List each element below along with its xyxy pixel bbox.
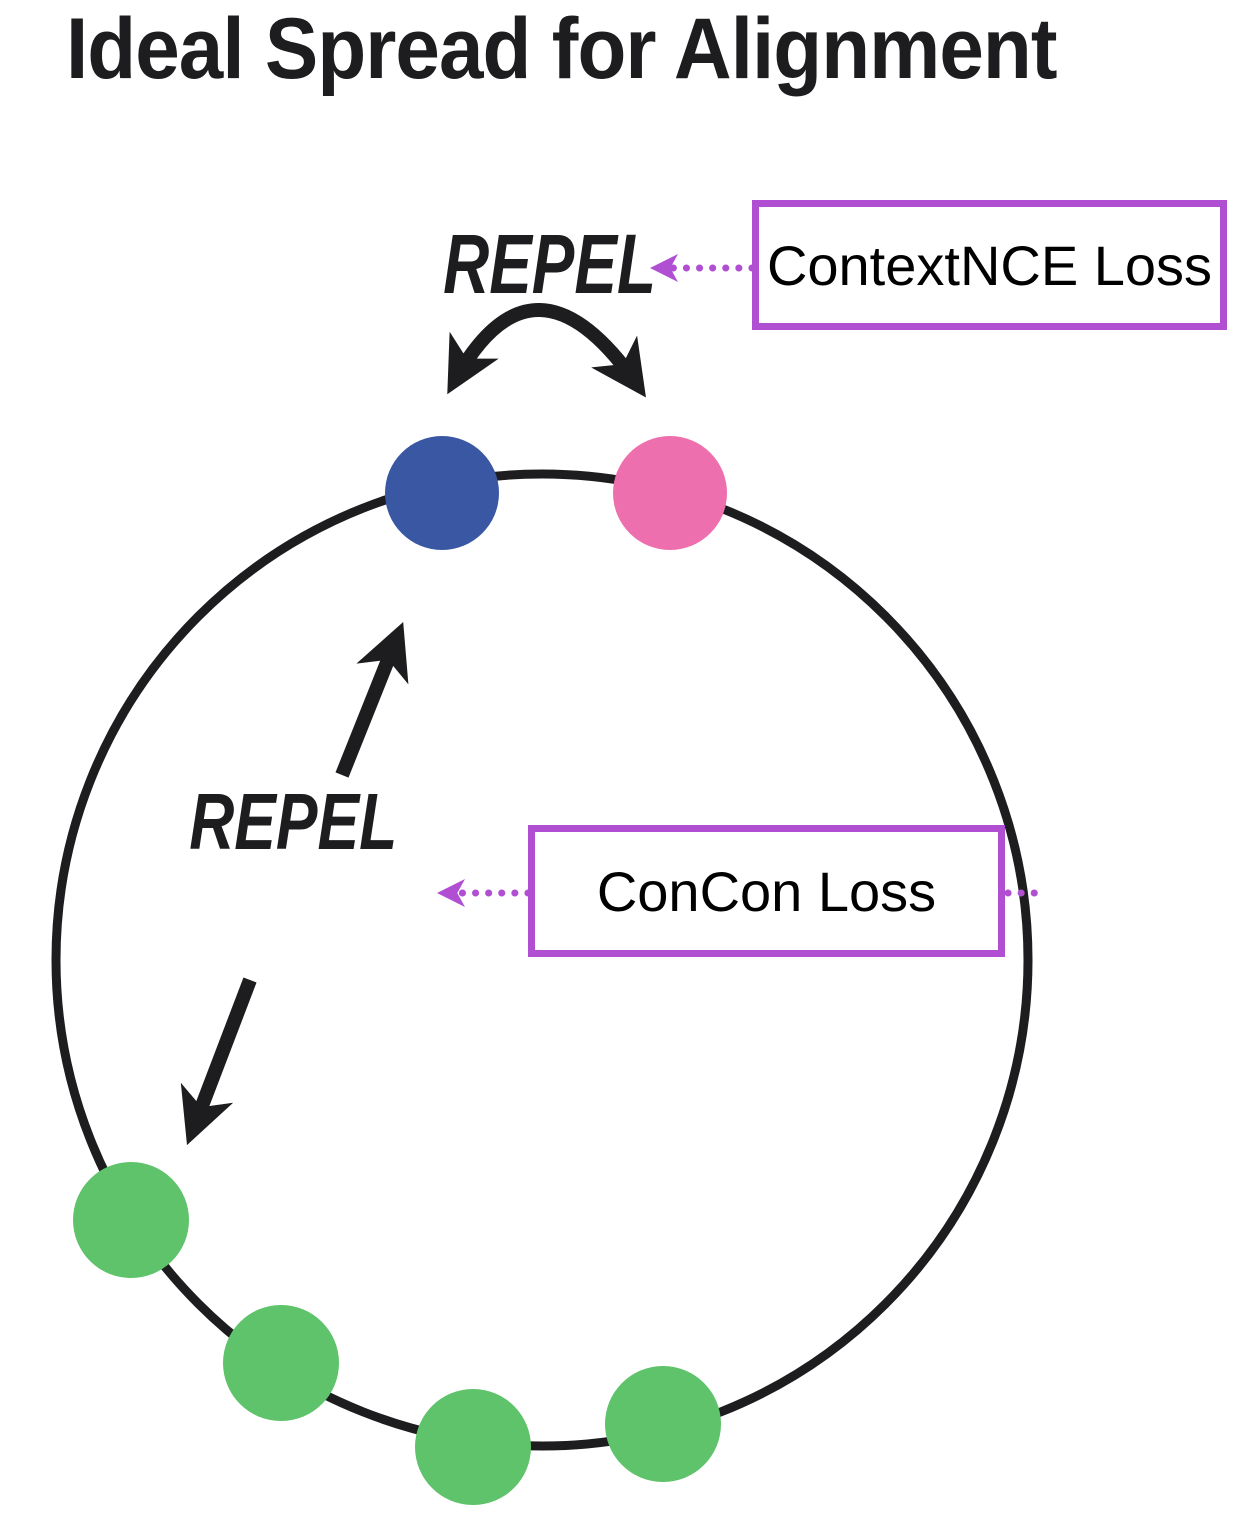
- hypersphere-ring: [51, 469, 1033, 1451]
- page-title: Ideal Spread for Alignment: [66, 1, 1057, 97]
- repel-label-top: REPEL: [443, 217, 656, 311]
- green-node: [223, 1305, 339, 1421]
- green-node: [605, 1366, 721, 1482]
- contextnce-loss-box: ContextNCE Loss: [752, 200, 1227, 330]
- contextnce-loss-label: ContextNCE Loss: [766, 233, 1213, 297]
- concon-loss-box: ConCon Loss: [528, 825, 1005, 957]
- repel-label-inner: REPEL: [189, 777, 398, 866]
- blue-node: [385, 436, 499, 550]
- green-node: [73, 1162, 189, 1278]
- repel-curved-double-arrow: [447, 303, 646, 398]
- green-node: [415, 1389, 531, 1505]
- concon-loss-label: ConCon Loss: [596, 859, 937, 923]
- repel-arrow-up: [335, 622, 409, 778]
- repel-arrow-down: [180, 977, 257, 1146]
- pink-node: [613, 436, 727, 550]
